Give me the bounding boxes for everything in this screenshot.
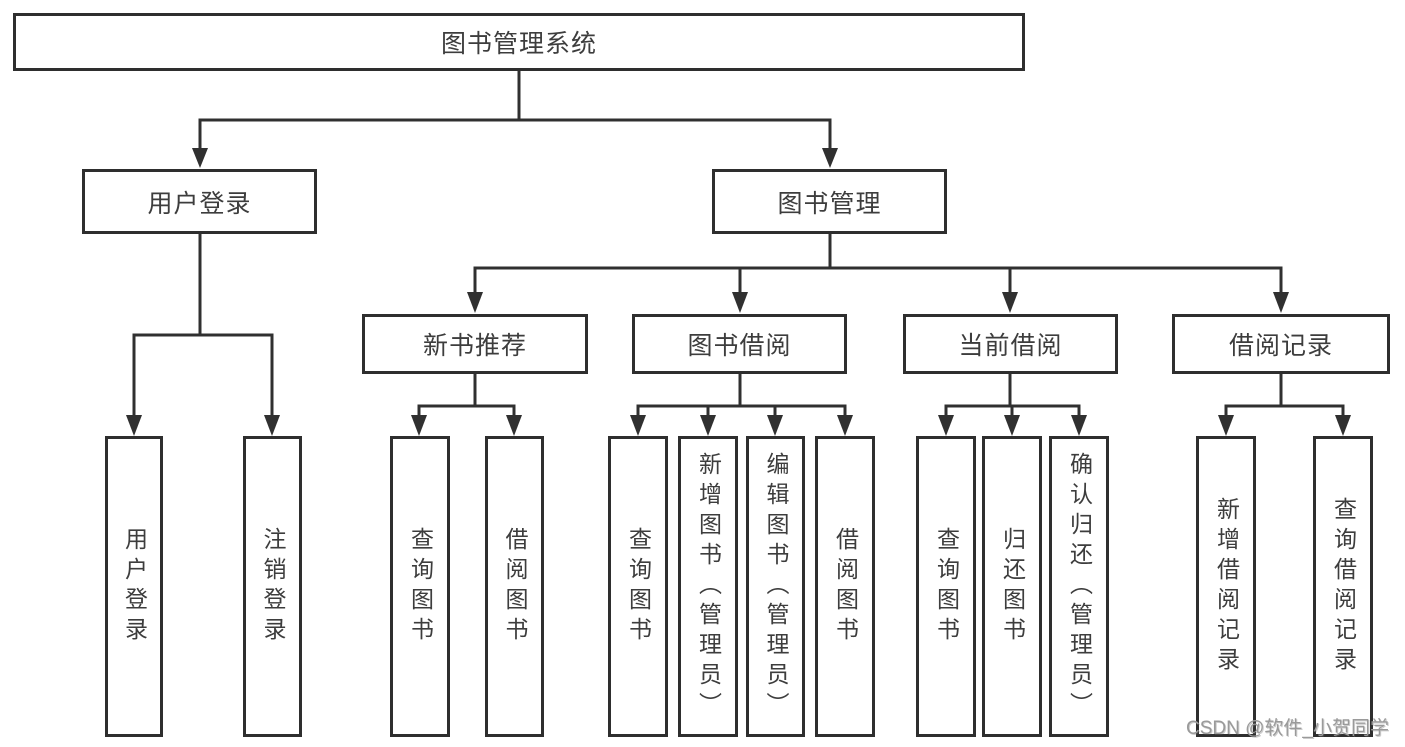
leaf-user-login: 用户登录 [105,436,163,737]
node-label: 图书借阅 [687,332,792,360]
node-label: 用户登录 [121,526,148,647]
leaf-confirm-return-admin: 确认归还（管理员） [1049,436,1109,737]
csdn-watermark: CSDN @软件_小贺同学 [1186,718,1389,739]
connector-book-management-to-level2 [467,233,1289,313]
leaf-add-borrow-record: 新增借阅记录 [1196,436,1256,737]
node-label: 借阅记录 [1228,332,1333,360]
node-borrowing-records: 借阅记录 [1172,314,1390,374]
leaf-return-books: 归还图书 [982,436,1042,737]
leaf-borrow-books-newbook: 借阅图书 [485,436,544,737]
leaf-borrow-books-borrowing: 借阅图书 [815,436,875,737]
node-label: 查询图书 [933,526,960,647]
node-user-login: 用户登录 [82,169,317,234]
node-label: 新增图书（管理员） [695,451,722,722]
leaf-query-borrow-record: 查询借阅记录 [1313,436,1373,737]
node-label: 新书推荐 [422,332,527,360]
node-label: 新增借阅记录 [1213,496,1240,677]
node-label: 归还图书 [999,526,1026,647]
connector-book-borrowing-to-children [630,374,853,436]
node-label: 用户登录 [147,189,252,218]
node-library-management-system: 图书管理系统 [13,13,1025,71]
node-label: 查询图书 [625,526,652,647]
node-label: 查询借阅记录 [1330,496,1357,677]
node-label: 查询图书 [407,526,434,647]
connector-borrowing-records-to-children [1218,374,1351,436]
node-current-borrowing: 当前借阅 [903,314,1118,374]
node-book-management: 图书管理 [712,169,947,234]
node-label: 注销登录 [260,526,286,647]
node-label: 借阅图书 [832,526,859,647]
node-label: 编辑图书（管理员） [763,451,789,722]
node-label: 当前借阅 [958,332,1063,360]
connector-root-to-level1 [192,70,838,168]
node-label: 确认归还（管理员） [1066,451,1093,722]
leaf-query-books-current: 查询图书 [916,436,976,737]
connector-current-borrowing-to-children [938,374,1087,436]
node-label: 图书管理 [777,189,882,218]
leaf-add-book-admin: 新增图书（管理员） [678,436,738,737]
leaf-logout: 注销登录 [243,436,302,737]
leaf-query-books-borrowing: 查询图书 [608,436,668,737]
node-label: 图书管理系统 [440,30,597,58]
leaf-edit-book-admin: 编辑图书（管理员） [746,436,805,737]
node-new-book-recommendation: 新书推荐 [362,314,588,374]
connector-new-book-to-children [411,374,522,436]
leaf-query-books-newbook: 查询图书 [390,436,450,737]
node-book-borrowing: 图书借阅 [632,314,847,374]
connector-user-login-to-children [126,233,280,436]
node-label: 借阅图书 [502,526,528,647]
